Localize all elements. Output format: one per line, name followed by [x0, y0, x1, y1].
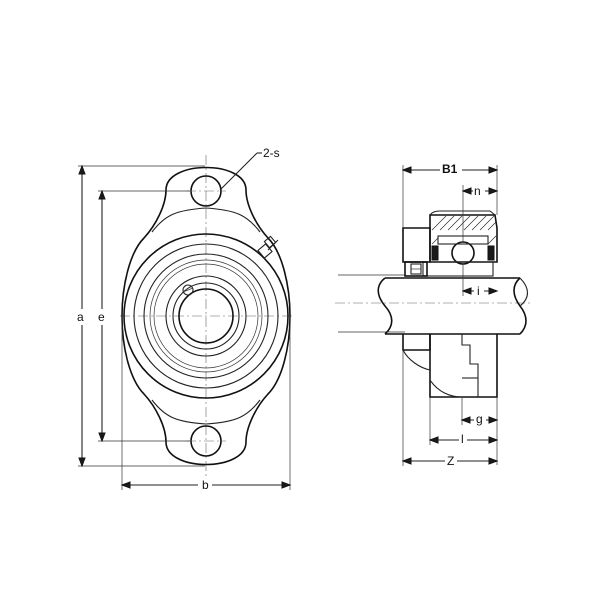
- dim-a-arrow-top: [78, 164, 86, 175]
- dim-n-arrow-right: [488, 187, 499, 195]
- dim-a-arrow-bottom: [78, 457, 86, 468]
- dim-i-arrow-left: [461, 287, 472, 295]
- bolt-hole-leader: [219, 152, 258, 191]
- shaft: [377, 277, 529, 335]
- locking-collar: [404, 261, 428, 277]
- side-view: B1 n i g l Z: [335, 160, 530, 468]
- dim-a-label: a: [77, 310, 84, 324]
- dim-a-label-bg: [74, 309, 88, 325]
- dim-i-label-bg: [474, 283, 484, 297]
- dim-n-label-bg: [473, 183, 485, 197]
- dim-b-label: b: [202, 478, 209, 492]
- bearing-seal-ring-inner: [153, 263, 259, 369]
- right-seal: [487, 245, 495, 261]
- housing-top-hatch: [431, 215, 497, 245]
- dim-l-label-bg: [459, 431, 467, 445]
- front-view: 2-s a e b: [74, 146, 295, 493]
- dim-z-arrow-left: [401, 457, 412, 465]
- top-ear-inner-line: [151, 207, 261, 233]
- dim-n-arrow-left: [461, 187, 472, 195]
- dim-n-label: n: [474, 184, 481, 198]
- dim-z-arrow-right: [488, 457, 499, 465]
- dim-b-arrow-right: [281, 481, 292, 489]
- bottom-ear-inner-line: [151, 399, 261, 425]
- dim-e-label-bg: [95, 309, 109, 325]
- set-screw-slot: [182, 287, 194, 293]
- dim-b-label-bg: [198, 477, 212, 493]
- bearing-inner-race: [422, 261, 494, 277]
- dim-l-arrow-left: [428, 436, 439, 444]
- dim-e-arrow-bottom: [98, 432, 106, 443]
- dim-e-arrow-top: [98, 189, 106, 200]
- bearing-ball: [451, 241, 475, 265]
- dim-z-label: Z: [447, 454, 454, 468]
- bearing-outer-ring: [143, 253, 269, 379]
- dim-b1-label-bg: [440, 160, 462, 176]
- set-screw-icon: [182, 284, 194, 296]
- housing-rim-circle: [133, 243, 279, 389]
- dim-g-label: g: [476, 412, 483, 426]
- dim-b1-arrow-left: [401, 166, 412, 174]
- shaft-collar: [172, 282, 240, 350]
- housing-outer-circle: [123, 233, 289, 399]
- dim-z-label-bg: [445, 453, 457, 467]
- dim-l-label: l: [461, 432, 464, 446]
- grease-nipple-icon: [257, 235, 279, 259]
- left-seal: [431, 245, 439, 261]
- bearing-seal-ring: [149, 259, 263, 373]
- dim-g-arrow-right: [488, 416, 499, 424]
- dim-b1-arrow-right: [488, 166, 499, 174]
- flange-outline: [121, 166, 291, 466]
- dim-g-label-bg: [474, 411, 486, 425]
- housing-top-section: [402, 210, 498, 277]
- dim-b-arrow-left: [120, 481, 131, 489]
- bearing-inner-ring: [165, 275, 247, 357]
- bolt-holes-label: 2-s: [263, 146, 280, 160]
- housing-bottom: [402, 334, 498, 398]
- dim-b1-label: B1: [442, 162, 458, 176]
- shaft-bore: [178, 288, 234, 344]
- dim-i-label: i: [477, 284, 480, 298]
- dim-i-arrow-right: [488, 287, 499, 295]
- dim-l-arrow-right: [488, 436, 499, 444]
- dim-g-arrow-left: [460, 416, 471, 424]
- dim-e-label: e: [98, 310, 105, 324]
